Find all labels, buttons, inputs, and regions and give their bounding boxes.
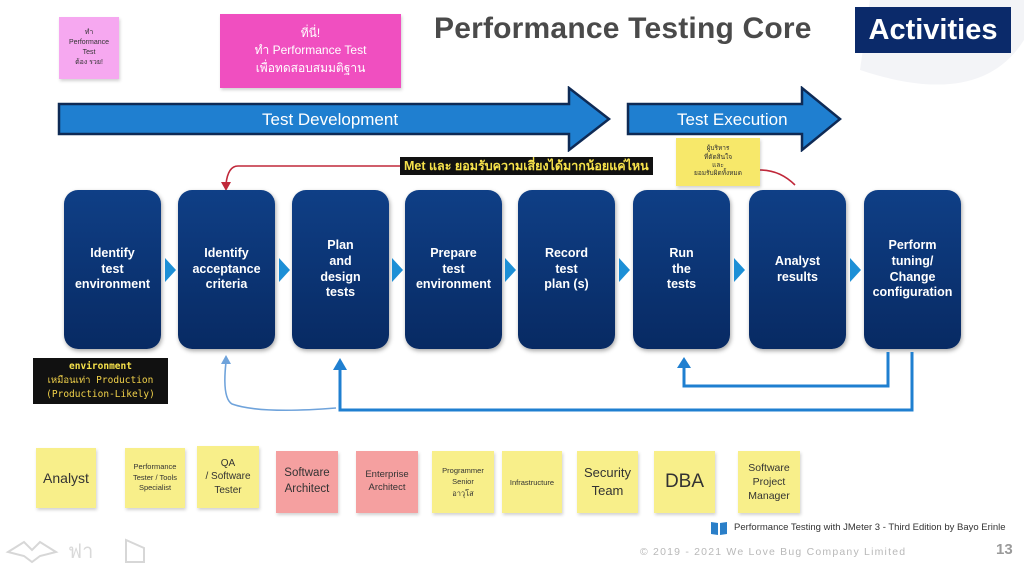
role-label: Software Architect [284,467,330,495]
role-note-performance-tester: Performance Tester / Tools Specialist [125,448,185,508]
step-chevron-icon [165,258,176,282]
environment-note-line: เหมือนเท่า Production [47,375,154,387]
role-note-security-team: Security Team [577,451,638,513]
role-label: Infrastructure [509,477,555,487]
step-prepare-test-environment: Prepare test environment [405,190,502,349]
sticky-note-executive-text: ผู้บริหาร ที่ตัดสินใจ และ ยอมรับผิดทั้งห… [694,145,742,178]
step-chevron-icon [279,258,290,282]
step-identify-acceptance-criteria: Identify acceptance criteria [178,190,275,349]
company-logo-icon: ฟา [5,538,145,564]
environment-note: environment เหมือนเท่า Production (Produ… [33,358,168,404]
feedback-label: Met และ ยอมรับความเสี่ยงได้มากน้อยแค่ไหน [400,157,653,175]
environment-note-title: environment [69,361,132,373]
phase-label-execution: Test Execution [677,110,788,129]
step-identify-test-environment: Identify test environment [64,190,161,349]
role-label: Software Project Manager [748,461,790,503]
role-label: Performance Tester / Tools Specialist [132,462,178,493]
role-note-infrastructure: Infrastructure [502,451,562,513]
sticky-note-rich-text: ทำ Performance Test ต้อง รวย! [68,29,110,66]
book-icon [711,522,727,535]
role-note-software-architect: Software Architect [276,451,338,513]
phase-arrow-execution [626,86,842,152]
role-note-dba: DBA [654,451,715,513]
environment-note-line: (Production-Likely) [46,388,155,400]
role-note-project-manager: Software Project Manager [738,451,800,513]
sticky-note-executive: ผู้บริหาร ที่ตัดสินใจ และ ยอมรับผิดทั้งห… [676,138,760,186]
step-record-test-plans: Record test plan (s) [518,190,615,349]
step-plan-and-design-tests: Plan and design tests [292,190,389,349]
book-reference: Performance Testing with JMeter 3 - Thir… [734,522,1006,533]
slide-title: Performance Testing Core [434,12,812,45]
role-note-enterprise-architect: Enterprise Architect [356,451,418,513]
step-chevron-icon [734,258,745,282]
sticky-note-hypothesis: ที่นี่! ทำ Performance Test เพื่อทดสอบสม… [220,14,401,88]
step-perform-tuning: Perform tuning/ Change configuration [864,190,961,349]
copyright-text: © 2019 - 2021 We Love Bug Company Limite… [640,546,907,558]
slide-title-highlight: Activities [855,7,1011,53]
step-chevron-icon [505,258,516,282]
role-label: Analyst [43,470,89,486]
phase-label-development: Test Development [262,110,399,129]
page-number: 13 [996,541,1013,558]
role-label: DBA [664,471,705,492]
role-label: QA / Software Tester [205,457,251,496]
step-chevron-icon [619,258,630,282]
phase-arrow-development [57,86,612,152]
svg-text:ฟา: ฟา [68,539,93,563]
step-analyst-results: Analyst results [749,190,846,349]
role-label: Enterprise Architect [365,469,409,493]
step-chevron-icon [850,258,861,282]
role-label: Security Team [584,465,631,498]
step-chevron-icon [392,258,403,282]
role-note-analyst: Analyst [36,448,96,508]
role-note-qa-tester: QA / Software Tester [197,446,259,508]
sticky-note-rich: ทำ Performance Test ต้อง รวย! [59,17,119,79]
step-run-the-tests: Run the tests [633,190,730,349]
sticky-note-hypothesis-text: ที่นี่! ทำ Performance Test เพื่อทดสอบสม… [254,25,367,75]
role-label: Programmer Senior อาวุโส [442,466,484,498]
role-note-programmer-senior: Programmer Senior อาวุโส [432,451,494,513]
